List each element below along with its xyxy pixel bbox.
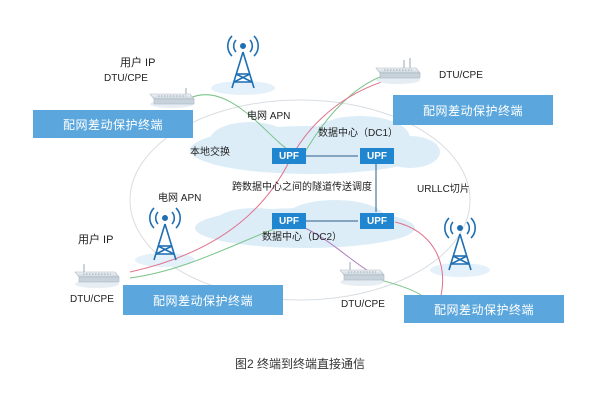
network-ellipse [129,99,471,301]
upf-dc1-left: UPF [272,148,306,164]
dtu-cpe-bottom-left-label: DTU/CPE [70,294,114,305]
cross-dc-label: 跨数据中心之间的隧道传送调度 [232,182,372,193]
dtu-cpe-bottom-mid-label: DTU/CPE [341,299,385,310]
dc1-label: 数据中心（DC1） [318,128,399,139]
grid-apn-left-label: 电网 APN [158,193,202,204]
cloud-tower-left [135,253,195,267]
terminal-box-top-right: 配网差动保护终端 [393,95,553,125]
tower-right [444,217,476,271]
local-exchange-label: 本地交换 [190,147,230,158]
upf-dc1-right: UPF [360,148,394,164]
upf-links [306,155,377,222]
grid-apn-top-label: 电网 APN [247,111,291,122]
device-top-right [375,58,421,84]
urllc-label: URLLC切片 [417,184,470,195]
user-ip-top-label: 用户 IP [120,57,156,69]
link-purple-bottom [304,227,371,273]
terminal-box-bottom-left: 配网差动保护终端 [123,285,283,315]
link-green-left [129,223,289,279]
device-bottom-mid [339,262,385,286]
device-bottom-left [74,264,120,288]
tower-left [149,207,181,261]
terminal-box-top-left: 配网差动保护终端 [33,110,193,138]
tower-top [227,35,259,89]
cloud-tower-right [430,263,490,277]
upf-dc2-right: UPF [360,213,394,229]
dtu-cpe-top-right-label: DTU/CPE [439,70,483,81]
upf-dc2-left: UPF [272,213,306,229]
terminal-box-bottom-right: 配网差动保护终端 [404,295,564,323]
cloud-tower-top [211,81,275,95]
dc2-label: 数据中心（DC2） [262,232,343,243]
dtu-cpe-top-left-label: DTU/CPE [104,73,148,84]
device-top-left [149,88,195,108]
link-red-right [129,77,396,273]
link-red-bottom [394,221,444,301]
figure-caption: 图2 终端到终端直接通信 [234,357,365,371]
user-ip-left-label: 用户 IP [78,234,114,246]
link-green-top [189,94,290,151]
